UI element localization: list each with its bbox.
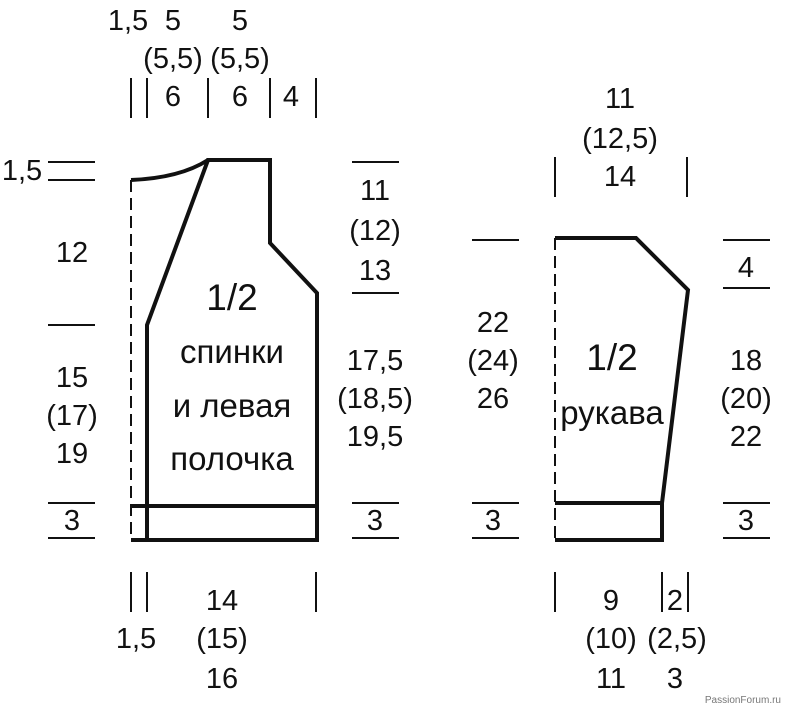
back-title-line-2: спинки xyxy=(180,333,284,370)
back-left-label-side-b: (17) xyxy=(46,400,98,432)
sleeve-bottom-label-width-a: 9 xyxy=(603,585,619,617)
back-left-dimension-lines xyxy=(48,161,95,539)
sleeve-bottom-label-inc-a: 2 xyxy=(667,585,683,617)
sleeve-right-label-c: 22 xyxy=(730,421,762,453)
sleeve-right-label-rib: 3 xyxy=(738,505,754,537)
sleeve-title-line-2: рукава xyxy=(560,394,664,431)
back-right-label-shoulder-c: 13 xyxy=(359,255,391,287)
back-left-label-rib: 3 xyxy=(64,505,80,537)
sleeve-bottom-label-width-b: (10) xyxy=(585,623,637,655)
back-right-dimension-lines xyxy=(352,161,399,539)
sleeve-bottom-label-inc-c: 3 xyxy=(667,663,683,695)
sleeve-top-label-b: (12,5) xyxy=(582,123,658,155)
back-top-label-4: 4 xyxy=(283,81,299,113)
back-left-label-side-c: 19 xyxy=(56,438,88,470)
sleeve-right-label-a: 18 xyxy=(730,345,762,377)
watermark: PassionForum.ru xyxy=(705,695,781,706)
sleeve-piece: 11 (12,5) 14 22 (24) 26 3 4 18 (20) 22 3… xyxy=(467,83,772,695)
back-right-label-side-b: (18,5) xyxy=(337,383,413,415)
sleeve-bottom-label-inc-b: (2,5) xyxy=(647,623,707,655)
sleeve-bottom-ticks xyxy=(554,572,689,612)
back-top-label-1: 1,5 xyxy=(108,5,148,37)
back-front-piece: 1,5 5 (5,5) 6 5 (5,5) 6 4 1,5 12 15 (17)… xyxy=(2,5,413,695)
sleeve-right-label-b: (20) xyxy=(720,383,772,415)
sleeve-outline xyxy=(555,236,691,542)
back-top-ticks xyxy=(130,78,317,118)
sleeve-left-label-c: 26 xyxy=(477,383,509,415)
sleeve-left-label-b: (24) xyxy=(467,345,519,377)
back-bottom-ticks xyxy=(130,572,317,612)
sleeve-bottom-label-width-c: 11 xyxy=(596,663,626,695)
back-top-label-2c: 6 xyxy=(165,81,181,113)
back-top-label-2a: 5 xyxy=(165,5,181,37)
back-right-label-side-a: 17,5 xyxy=(347,345,403,377)
back-right-label-rib: 3 xyxy=(367,505,383,537)
back-top-label-2b: (5,5) xyxy=(143,43,203,75)
back-top-label-3a: 5 xyxy=(232,5,248,37)
back-outline xyxy=(145,158,319,542)
back-bottom-label-width-b: (15) xyxy=(196,623,248,655)
sleeve-left-dimension-lines xyxy=(472,239,519,539)
sleeve-top-label-c: 14 xyxy=(604,161,636,193)
back-top-label-3c: 6 xyxy=(232,81,248,113)
back-left-label-neck: 1,5 xyxy=(2,155,42,187)
back-right-label-side-c: 19,5 xyxy=(347,421,403,453)
back-bottom-label-width-c: 16 xyxy=(206,663,238,695)
back-top-label-3b: (5,5) xyxy=(210,43,270,75)
sleeve-title-line-1: 1/2 xyxy=(586,337,637,378)
sleeve-left-label-a: 22 xyxy=(477,307,509,339)
sleeve-top-label-a: 11 xyxy=(605,83,635,115)
back-left-label-armhole: 12 xyxy=(56,237,88,269)
sleeve-right-label-cap: 4 xyxy=(738,252,754,284)
back-left-label-side-a: 15 xyxy=(56,362,88,394)
sleeve-right-dimension-lines xyxy=(723,239,770,539)
sleeve-left-label-rib: 3 xyxy=(485,505,501,537)
back-right-label-shoulder-a: 11 xyxy=(360,175,390,207)
back-bottom-label-width-a: 14 xyxy=(206,585,238,617)
back-right-label-shoulder-b: (12) xyxy=(349,215,401,247)
back-neck-curve xyxy=(130,158,210,182)
back-title-line-1: 1/2 xyxy=(206,277,257,318)
back-title-line-4: полочка xyxy=(170,440,294,477)
back-bottom-label-edge: 1,5 xyxy=(116,623,156,655)
back-title-line-3: и левая xyxy=(173,387,292,424)
sleeve-top-ticks xyxy=(554,157,688,197)
